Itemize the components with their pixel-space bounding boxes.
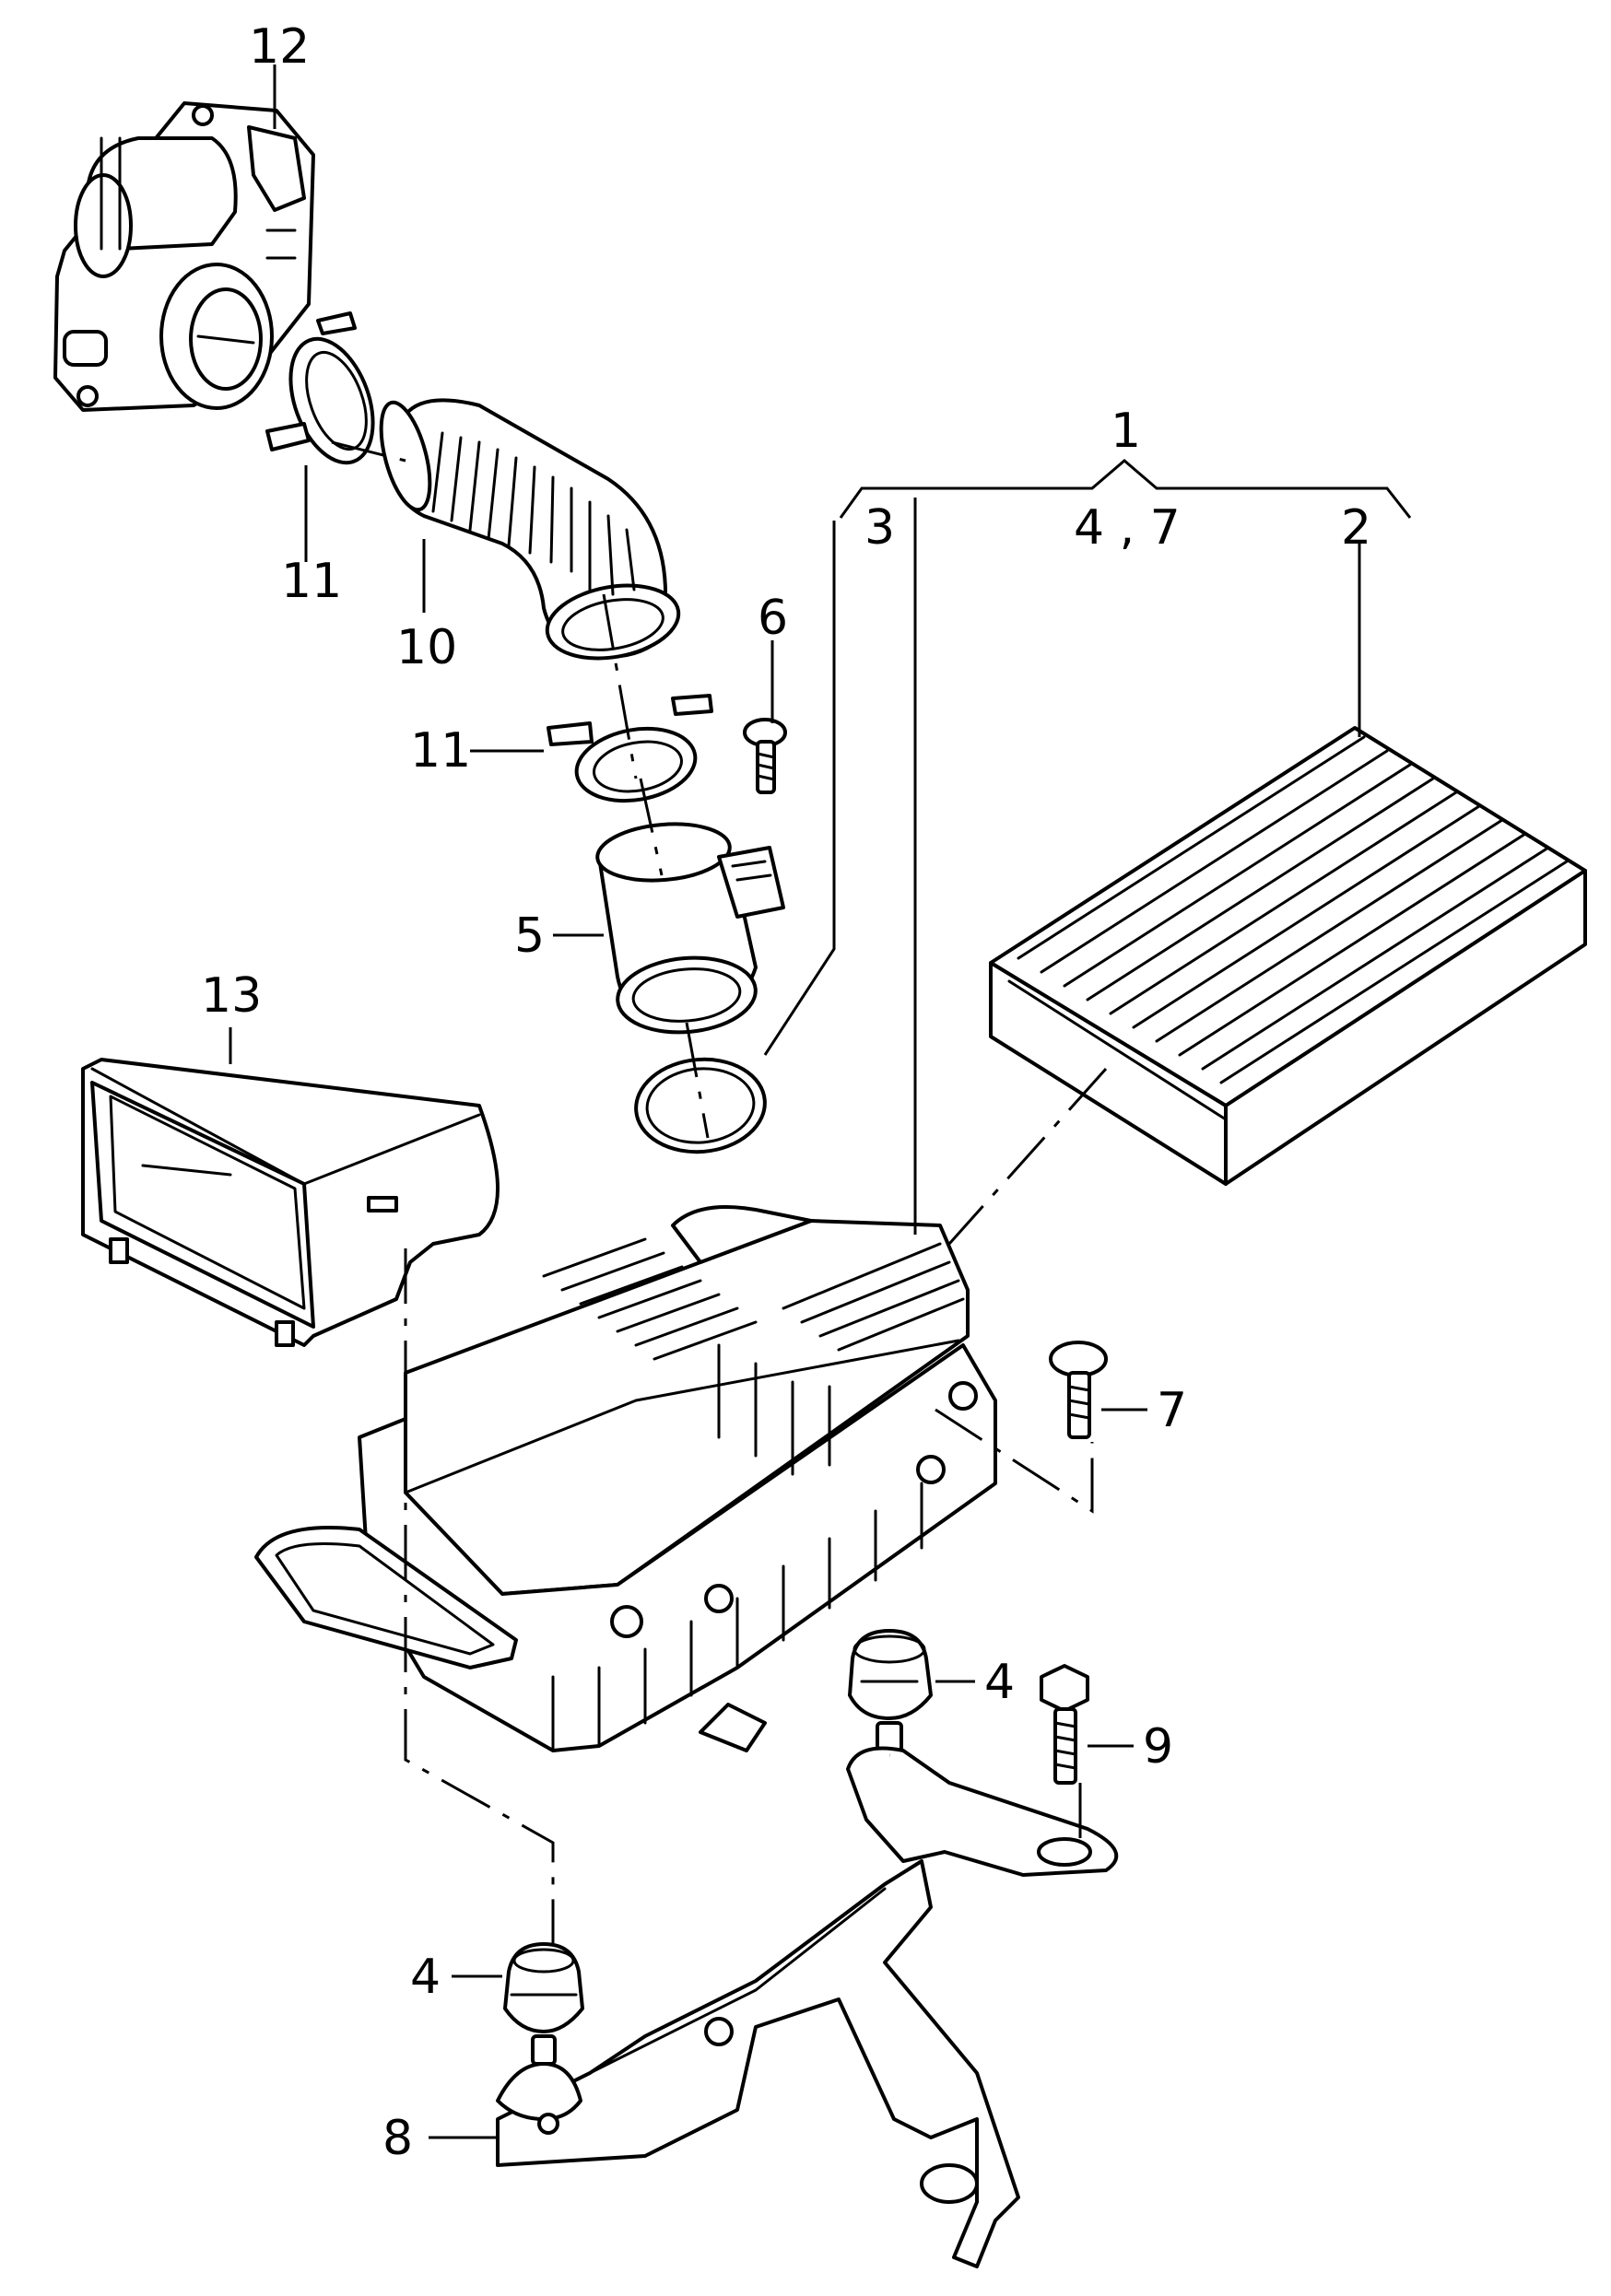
bolt-part-9[interactable] (1040, 1664, 1089, 1785)
callout-5: 5 (514, 908, 545, 964)
callout-labels: 12 11 10 11 6 5 13 1 3 4 , 7 2 7 4 9 4 8 (201, 19, 1371, 2166)
leader-lines (229, 64, 1412, 2139)
filter-element-part-2[interactable] (989, 726, 1587, 1186)
callout-9: 9 (1143, 1719, 1173, 1775)
callout-2: 2 (1341, 500, 1371, 556)
seal-ring-part-3[interactable] (632, 1054, 769, 1157)
air-mass-meter-part-5[interactable] (595, 819, 785, 1038)
intake-hose-part-10[interactable] (371, 397, 684, 668)
rubber-mount-right-part-4[interactable] (848, 1629, 933, 1756)
callout-4-right: 4 (984, 1655, 1015, 1710)
callout-4-7: 4 , 7 (1074, 500, 1181, 556)
callout-8: 8 (382, 2111, 413, 2166)
callout-6: 6 (758, 591, 788, 646)
rubber-mount-left-part-4[interactable] (503, 1942, 584, 2033)
throttle-body-part-12[interactable] (53, 101, 315, 412)
screw-part-6[interactable] (743, 718, 787, 794)
hose-clamp-lower-part-11[interactable] (547, 694, 713, 810)
callout-12: 12 (249, 19, 310, 75)
assembly-lines (331, 440, 1108, 1944)
callout-7: 7 (1157, 1383, 1187, 1438)
mounting-bracket[interactable] (496, 1746, 1119, 2268)
callout-10: 10 (396, 620, 457, 675)
air-filter-housing-part-1[interactable] (254, 1205, 997, 1752)
air-intake-duct-part-13[interactable] (81, 1058, 500, 1347)
screw-part-7[interactable] (1049, 1341, 1108, 1439)
hose-clamp-upper-part-11[interactable] (265, 311, 389, 474)
callout-3: 3 (864, 500, 895, 556)
callout-11-lower: 11 (410, 723, 471, 779)
callout-13: 13 (201, 968, 262, 1024)
mount-stud-part-8[interactable] (496, 2034, 582, 2135)
callout-4-left: 4 (410, 1950, 441, 2005)
callout-11-upper: 11 (281, 554, 342, 609)
callout-1: 1 (1111, 404, 1141, 459)
